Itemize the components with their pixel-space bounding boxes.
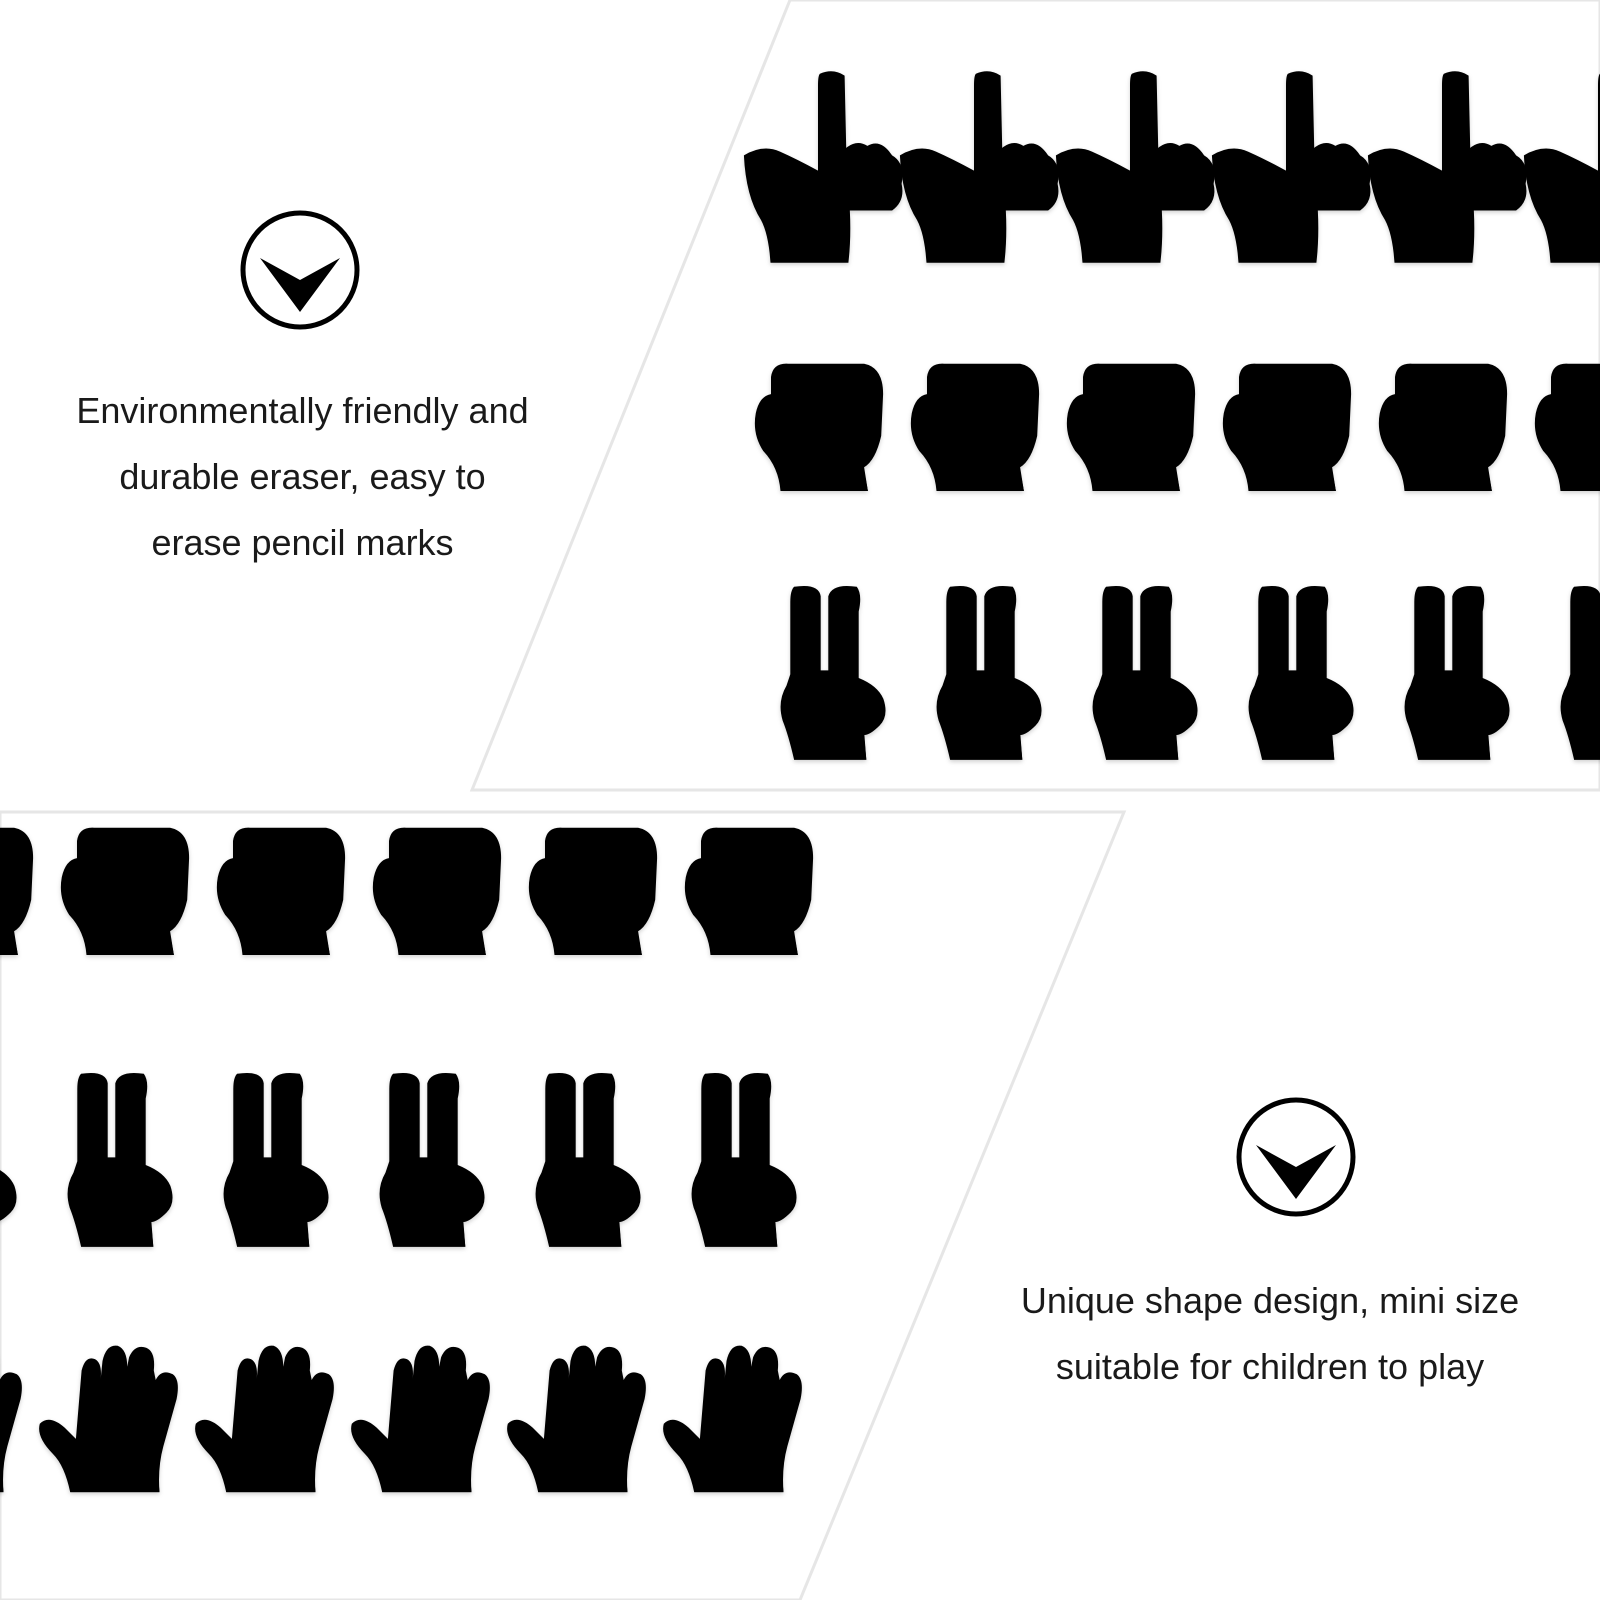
top-caption-line-2: durable eraser, easy to (119, 456, 486, 497)
bottom-caption-line-2: suitable for children to play (1055, 1346, 1485, 1387)
top-panel-down-arrow-circle-icon (240, 210, 360, 330)
bottom-panel-down-arrow-circle-icon (1236, 1097, 1356, 1217)
top-caption-line-3: erase pencil marks (151, 522, 454, 563)
top-panel-caption: Environmentally friendly and durable era… (40, 378, 565, 576)
bottom-panel-caption: Unique shape design, mini size suitable … (990, 1268, 1550, 1400)
top-caption-line-1: Environmentally friendly and (76, 390, 529, 431)
bottom-caption-line-1: Unique shape design, mini size (1020, 1280, 1520, 1321)
